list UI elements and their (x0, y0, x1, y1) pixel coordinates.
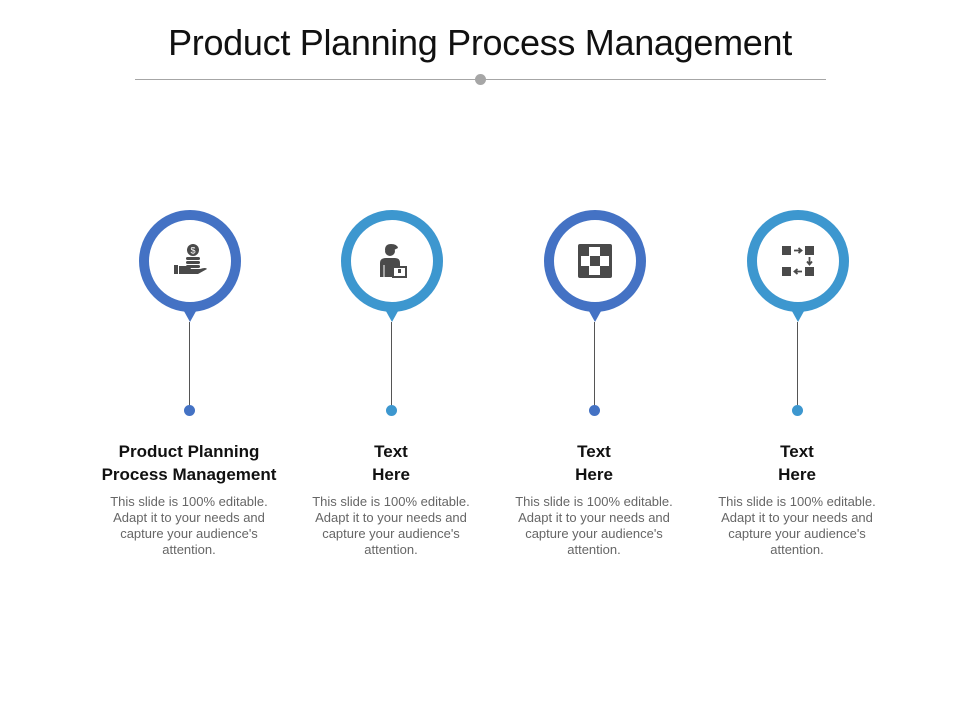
connector-dot (589, 405, 600, 416)
step-description: This slide is 100% editable. Adapt it to… (515, 494, 673, 557)
connector-dot (386, 405, 397, 416)
slide-title: Product Planning Process Management (168, 22, 792, 63)
pin-ring (747, 210, 849, 312)
connector-line (391, 322, 392, 410)
svg-text:$: $ (190, 246, 195, 256)
step-description: This slide is 100% editable. Adapt it to… (312, 494, 470, 557)
step-description: This slide is 100% editable. Adapt it to… (110, 494, 268, 557)
connector-dot (792, 405, 803, 416)
pin-ring (544, 210, 646, 312)
step-heading: Text Here (575, 442, 613, 484)
connector-line (797, 322, 798, 410)
pin-marker: $ (139, 210, 241, 322)
step-heading: Text Here (372, 442, 410, 484)
pin-marker (544, 210, 646, 322)
step-description: This slide is 100% editable. Adapt it to… (718, 494, 876, 557)
step-heading: Product Planning Process Management (101, 442, 277, 484)
connector-line (594, 322, 595, 410)
pin-marker (341, 210, 443, 322)
businessman-icon (380, 244, 407, 278)
connector-line (189, 322, 190, 410)
title-divider-dot (475, 74, 486, 85)
process-flow-icon (782, 246, 814, 276)
pin-ring (139, 210, 241, 312)
connector-dot (184, 405, 195, 416)
hand-coins-icon: $ (174, 244, 207, 274)
step-heading: Text Here (778, 442, 816, 484)
checker-grid-icon (578, 244, 612, 278)
pin-marker (747, 210, 849, 322)
